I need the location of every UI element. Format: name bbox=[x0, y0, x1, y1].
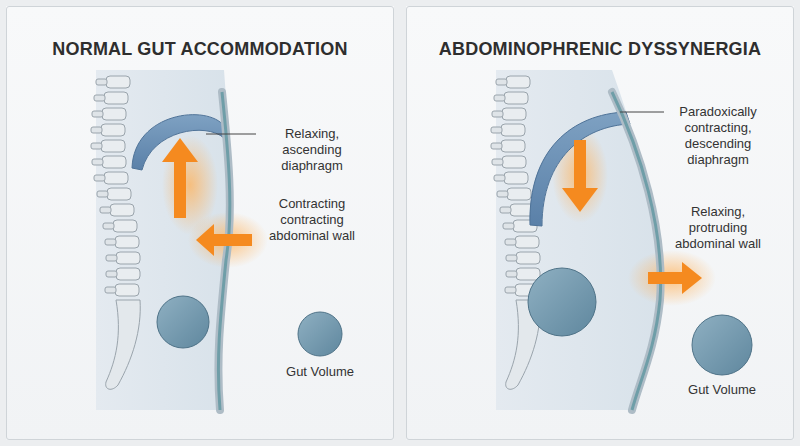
abdominal-wall-label: Relaxing, protruding abdominal wall bbox=[666, 204, 770, 252]
abdominal-wall-label: Contracting contracting abdominal wall bbox=[262, 196, 362, 244]
diaphragm-label: Paradoxically contracting, descending di… bbox=[668, 104, 768, 168]
diaphragm-label: Relaxing, ascending diaphragm bbox=[262, 126, 362, 174]
gut-volume-label: Gut Volume bbox=[667, 382, 777, 398]
gut-volume-label: Gut Volume bbox=[265, 364, 375, 380]
panel-title: ABDOMINOPHRENIC DYSSYNERGIA bbox=[407, 39, 793, 60]
panel-title: NORMAL GUT ACCOMMODATION bbox=[7, 39, 393, 60]
